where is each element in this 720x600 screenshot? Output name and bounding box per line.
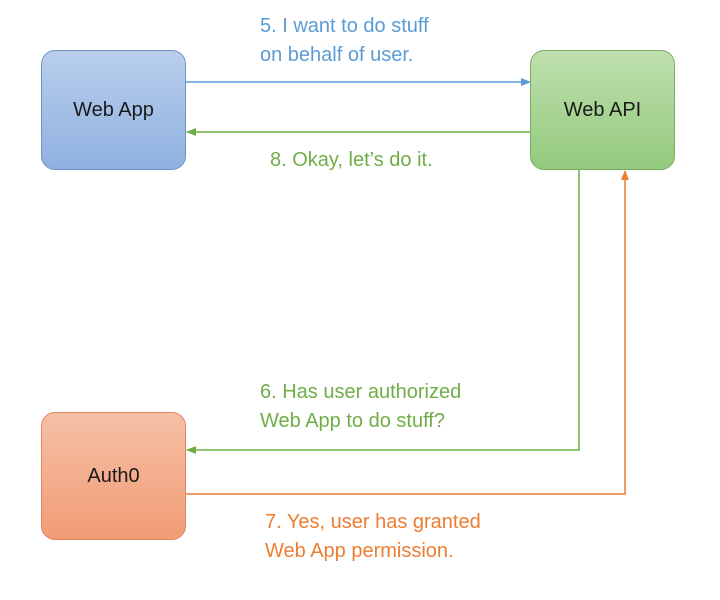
step6-line2: Web App to do stuff? <box>260 410 445 432</box>
step8-line1: 8. Okay, let’s do it. <box>270 149 433 171</box>
web-api-node: Web API <box>530 50 675 170</box>
step5-message: 5. I want to do stuff on behalf of user. <box>260 12 429 70</box>
step8-message: 8. Okay, let’s do it. <box>270 146 433 175</box>
step6-message: 6. Has user authorized Web App to do stu… <box>260 378 461 436</box>
auth0-label: Auth0 <box>87 464 140 487</box>
auth0-node: Auth0 <box>41 412 186 540</box>
arrow-webapi-to-auth0 <box>186 170 580 454</box>
web-app-node: Web App <box>41 50 186 170</box>
step7-message: 7. Yes, user has granted Web App permiss… <box>265 508 481 566</box>
step7-line1: 7. Yes, user has granted <box>265 511 481 533</box>
step5-line1: 5. I want to do stuff <box>260 15 429 37</box>
web-api-label: Web API <box>563 98 642 121</box>
step6-line1: 6. Has user authorized <box>260 381 462 403</box>
step5-line2: on behalf of user. <box>260 44 414 66</box>
web-app-label: Web App <box>73 98 154 121</box>
step7-line2: Web App permission. <box>265 540 454 562</box>
arrow-auth0-to-webapi <box>186 170 629 495</box>
